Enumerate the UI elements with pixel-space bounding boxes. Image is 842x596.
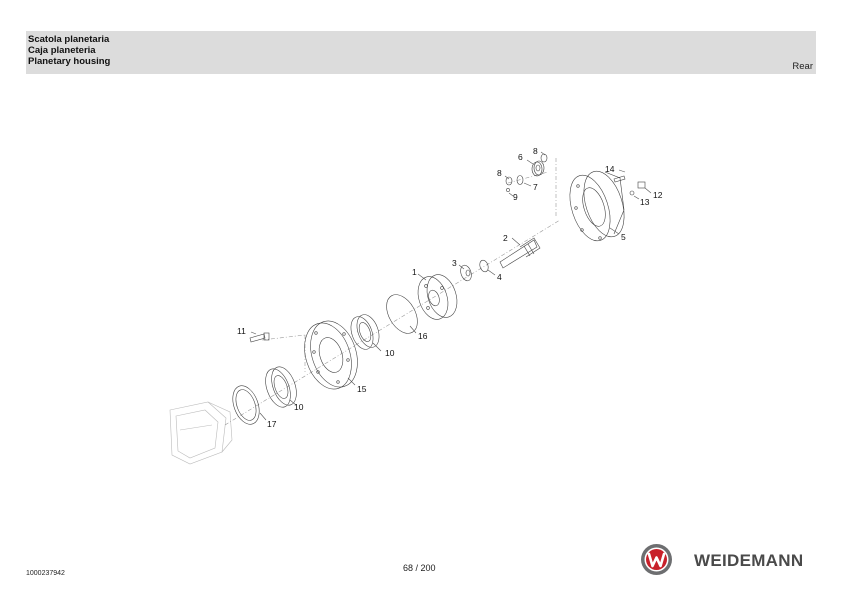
brand-wordmark: WEIDEMANN	[694, 551, 804, 570]
callout-10-upper: 10	[385, 348, 395, 358]
callout-9: 9	[513, 192, 518, 202]
part-3-thrust-washer	[460, 264, 472, 282]
callout-6: 6	[518, 152, 523, 162]
callout-13: 13	[640, 197, 650, 207]
callout-12: 12	[653, 190, 663, 200]
part-8-upper-washer	[540, 153, 548, 163]
part-16-o-ring	[386, 294, 418, 334]
part-7-needle-bearing	[516, 175, 524, 185]
axle-housing-outline	[169, 401, 233, 465]
part-2-drive-shaft	[499, 237, 541, 269]
part-11-bolt	[249, 332, 270, 343]
callout-1: 1	[412, 267, 417, 277]
header-bar: Scatola planetaria Caja planeteria Plane…	[26, 31, 816, 74]
part-14-screw	[613, 175, 626, 183]
part-4-circlip	[479, 259, 489, 273]
title-spanish: Caja planeteria	[28, 45, 96, 56]
part-12-plug	[637, 181, 646, 189]
part-5-planetary-housing	[569, 170, 625, 242]
document-number: 1000237942	[26, 570, 65, 577]
part-17-seal	[232, 385, 260, 425]
part-10-lower-bearing	[265, 366, 297, 408]
callout-5: 5	[621, 232, 626, 242]
callout-7: 7	[533, 182, 538, 192]
callout-17: 17	[267, 419, 277, 429]
part-15-hub-flange	[304, 320, 358, 390]
part-8-lower-washer	[505, 176, 513, 186]
leader-lines	[250, 151, 652, 421]
title-english: Planetary housing	[28, 56, 111, 67]
part-13-washer	[629, 190, 635, 196]
title-italian: Scatola planetaria	[28, 34, 110, 45]
page-number: 68 / 200	[403, 563, 436, 573]
part-6-planet-gear	[531, 160, 545, 177]
part-1-planet-carrier	[417, 274, 458, 320]
callout-8-upper: 8	[533, 146, 538, 156]
callout-2: 2	[503, 233, 508, 243]
callout-14: 14	[605, 164, 615, 174]
view-label: Rear	[792, 61, 813, 72]
callout-3: 3	[452, 258, 457, 268]
weidemann-logo-icon	[641, 544, 672, 575]
callout-11: 11	[237, 326, 246, 336]
callout-4: 4	[497, 272, 502, 282]
callout-16: 16	[418, 331, 428, 341]
part-9-pin	[506, 188, 510, 192]
callout-8-lower: 8	[497, 168, 502, 178]
callout-15: 15	[357, 384, 367, 394]
centre-lines	[224, 158, 561, 426]
callout-10-lower: 10	[294, 402, 304, 412]
part-10-upper-bearing	[350, 314, 380, 350]
